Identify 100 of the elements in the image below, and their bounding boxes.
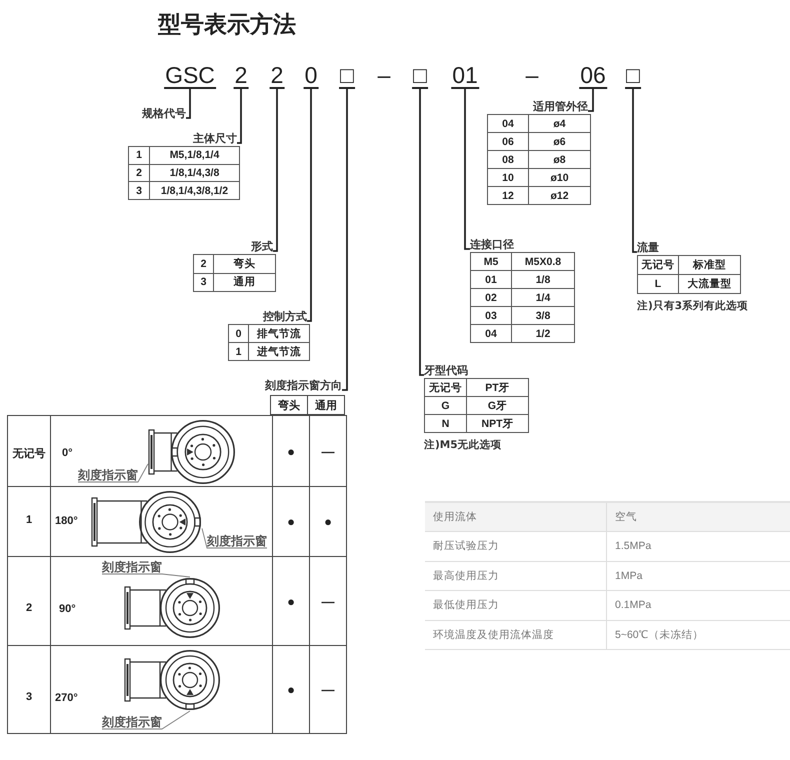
option-code: 3 [128,182,150,200]
parameter-name: 最高使用压力 [425,561,606,590]
parameter-name: 环境温度及使用流体温度 [425,620,606,650]
option-code: 1 [128,146,150,164]
option-description: 标准型 [678,256,740,274]
leader-line [273,88,278,252]
page-title: 型号表示方法 [158,11,296,39]
option-description: ø12 [528,186,590,204]
model-code-segment: □ [625,63,641,89]
option-description: 通用 [214,273,276,292]
table-heading: 流量 [637,241,659,255]
option-description: 弯头 [214,254,276,273]
table-heading: 形式 [251,240,273,254]
table-heading: 控制方式 [263,310,307,324]
option-description: 1/8 [512,270,574,288]
option-description: 排气节流 [248,324,310,342]
compatibility-mark: — [310,646,346,734]
callout-label: 刻度指示窗 [102,560,162,574]
parameter-name: 耐压试验压力 [425,532,606,561]
option-code: 04 [488,114,528,132]
parameter-name: 最低使用压力 [425,590,606,620]
compatibility-mark: — [310,556,346,646]
leader-line [588,88,594,112]
model-code-segment: □ [339,63,355,89]
table-heading: 主体尺寸 [193,132,237,146]
leader-line [419,88,424,376]
table-heading: 连接口径 [470,238,514,252]
option-code: 08 [488,150,528,168]
leader-line [632,88,637,253]
option-code: 10 [488,168,528,186]
leader-line [202,528,268,548]
separator-dash: – [378,63,390,87]
option-description: ø10 [528,168,590,186]
option-code: 1 [8,486,50,556]
angle-value: 0° [62,446,73,460]
option-description: ø8 [528,150,590,168]
model-code-segment: 2 [234,63,248,89]
option-description: 1/8,1/4,3/8,1/2 [150,182,240,200]
footnote: 注)M5无此选项 [424,438,502,452]
model-code-segment: 06 [579,63,607,89]
angle-value: 90° [59,602,76,616]
compatibility-mark: ● [272,646,310,734]
option-code: N [424,414,466,432]
fitting-drawing [148,419,236,485]
option-description: 1/8,1/4,3/8 [150,164,240,182]
leader-line [186,88,191,119]
option-description: ø4 [528,114,590,132]
option-code: 1 [228,342,248,360]
option-code: 2 [8,556,50,646]
option-code: 2 [194,254,214,273]
leader-line [102,574,190,578]
option-code: 06 [488,132,528,150]
option-code: 12 [488,186,528,204]
model-code-segment: GSC [164,63,216,89]
parameter-name: 使用流体 [425,502,606,532]
fitting-drawing [124,577,221,639]
leader-line [78,463,148,482]
callout-label: 刻度指示窗 [207,534,267,548]
compatibility-mark: — [310,416,346,486]
option-code: L [638,274,678,294]
option-code: 02 [470,288,512,306]
angle-value: 180° [55,514,78,528]
option-description: 1/4 [512,288,574,306]
model-code-segment: □ [412,63,428,89]
leader-line [237,88,242,144]
option-code: 04 [470,324,512,342]
compatibility-mark: ● [272,486,310,556]
option-description: 3/8 [512,306,574,324]
option-description: NPT牙 [466,414,528,432]
option-code: 01 [470,270,512,288]
compatibility-mark: ● [272,556,310,646]
model-code-segment: 0 [304,63,318,89]
fitting-drawing [124,649,221,711]
leader-line [342,88,348,391]
column-header: 弯头 [270,396,308,414]
option-description: 1/2 [512,324,574,342]
parameter-value: 1.5MPa [606,532,790,561]
option-code: 03 [470,306,512,324]
column-header: 通用 [308,396,344,414]
option-code: 无记号 [8,416,50,486]
option-code: 0 [228,324,248,342]
option-code: 3 [8,646,50,734]
compatibility-mark: ● [272,416,310,486]
callout-label: 刻度指示窗 [78,468,138,482]
parameter-value: 空气 [606,502,790,532]
footnote: 注)只有3系列有此选项 [637,299,748,313]
model-code-segment: 01 [451,63,479,89]
option-description: M5,1/8,1/4 [150,146,240,164]
option-code: G [424,396,466,414]
leader-line [307,88,312,322]
fitting-drawing [91,490,202,554]
segment-label: 规格代号 [142,107,186,121]
leader-line [464,88,470,250]
option-description: ø6 [528,132,590,150]
callout-label: 刻度指示窗 [102,715,162,729]
model-code-segment: 2 [270,63,284,89]
option-code: 无记号 [638,256,678,274]
parameter-value: 0.1MPa [606,590,790,620]
option-code: 2 [128,164,150,182]
angle-value: 270° [55,691,78,705]
